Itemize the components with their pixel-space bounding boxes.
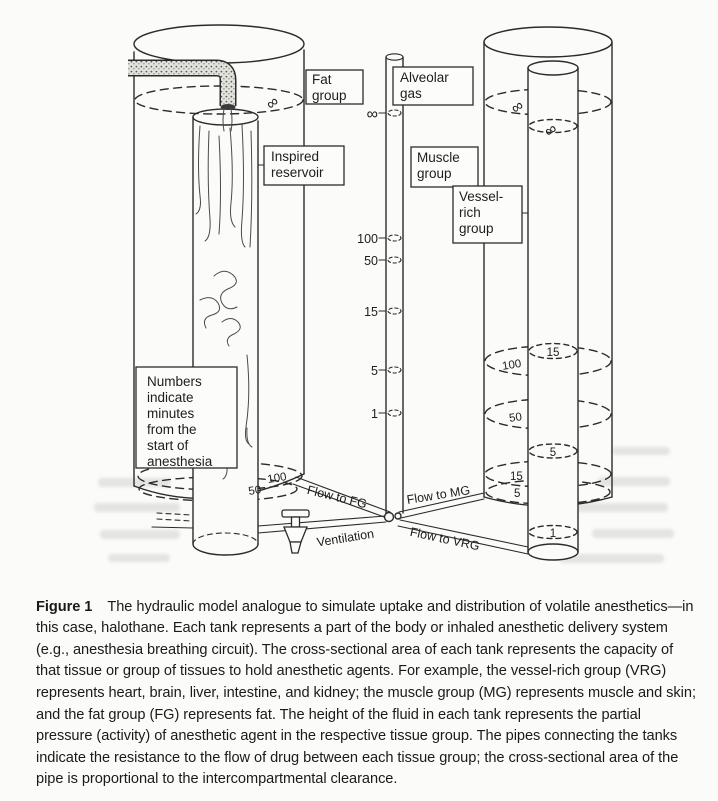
- note-line1: Numbers: [147, 374, 202, 389]
- label-box-inspired-reservoir: Inspired reservoir: [257, 145, 345, 186]
- alveolar-tick-1: 1: [371, 407, 378, 421]
- muscle-group-label-line1: Muscle: [417, 150, 460, 165]
- pipe-hidden-inlet: [151, 512, 194, 529]
- inspired-reservoir-label-line2: reservoir: [271, 165, 324, 180]
- vessel-rich-label-line1: Vessel-: [459, 189, 503, 204]
- alveolar-tick-50: 50: [364, 254, 378, 268]
- vessel-rich-tank: [527, 60, 579, 561]
- label-box-fat-group: Fat group: [305, 69, 364, 105]
- note-line4: from the: [147, 422, 197, 437]
- alveolar-scale: ∞ 100 50 15 5 1: [357, 106, 402, 421]
- note-line6: anesthesia: [147, 454, 213, 469]
- fat-level-50-label: 50: [248, 484, 263, 498]
- pipe-ventilation: [257, 515, 387, 534]
- vrg-level-15-ellipse: [528, 342, 578, 360]
- hydraulic-model-diagram: 100 50 ∞ ∞ 100 50: [94, 24, 674, 563]
- vrg-level-1-label: 1: [550, 528, 556, 540]
- muscle-group-label-line2: group: [417, 166, 452, 181]
- label-box-note: Numbers indicate minutes from the start …: [135, 366, 238, 469]
- fat-level-infinity-ellipse: [134, 85, 304, 115]
- figure-caption-label: Figure 1: [36, 598, 93, 615]
- pipe-junction: [383, 511, 395, 523]
- liquid-drips-art: [195, 124, 253, 480]
- inspired-reservoir-label-line1: Inspired: [271, 149, 319, 164]
- flow-to-fg-label: Flow to FG: [306, 483, 369, 511]
- pipe-flow-to-vrg: [397, 519, 529, 555]
- pipe-junction-small: [394, 512, 402, 520]
- label-box-vessel-rich-group: Vessel- rich group: [452, 185, 529, 244]
- alveolar-tick-15: 15: [364, 305, 378, 319]
- ventilation-valve: [281, 509, 310, 554]
- vrg-level-infinity-ellipse: [528, 118, 578, 134]
- vrg-level-5-label: 5: [550, 447, 556, 459]
- muscle-level-100-label: 100: [501, 358, 522, 373]
- muscle-group-tank: [483, 26, 613, 507]
- pipe-flow-to-fg: [292, 476, 391, 519]
- tick-1: 1: [371, 407, 402, 421]
- muscle-level-infinity-ellipse: [484, 88, 612, 116]
- label-box-alveolar-gas: Alveolar gas: [392, 66, 474, 106]
- alveolar-tick-100: 100: [357, 232, 378, 246]
- ventilation-label: Ventilation: [316, 527, 375, 550]
- vrg-level-15-label: 15: [547, 347, 560, 359]
- figure-caption-text: The hydraulic model analogue to simulate…: [36, 598, 696, 788]
- muscle-level-50-label: 50: [508, 411, 522, 425]
- fresh-gas-inlet-pipe: [128, 59, 237, 132]
- fat-level-infinity-label: ∞: [263, 93, 282, 113]
- scan-artifacts: [94, 447, 674, 563]
- tick-infinity: ∞: [367, 106, 402, 123]
- tick-15: 15: [364, 305, 402, 319]
- tick-50: 50: [364, 254, 402, 268]
- note-line5: start of: [147, 438, 189, 453]
- pipe-flow-to-mg: [398, 492, 485, 519]
- tick-100: 100: [357, 232, 402, 246]
- fat-group-label-line1: Fat: [312, 72, 332, 87]
- vrg-level-5-ellipse: [528, 443, 578, 459]
- fat-group-label-line2: group: [312, 88, 347, 103]
- vrg-level-1-ellipse: [528, 524, 578, 540]
- vessel-rich-label-line3: group: [459, 221, 494, 236]
- vessel-rich-label-line2: rich: [459, 205, 481, 220]
- label-box-muscle-group: Muscle group: [410, 146, 485, 197]
- alveolar-gas-label-line2: gas: [400, 86, 422, 101]
- muscle-level-15-ellipse: [484, 460, 612, 488]
- muscle-level-5-label: 5: [514, 488, 520, 500]
- muscle-level-infinity-label: ∞: [508, 97, 527, 117]
- fat-level-100-label: 100: [267, 471, 288, 486]
- alveolar-gas-tube: [385, 53, 404, 514]
- muscle-level-15-label: 15: [510, 471, 523, 483]
- tick-5: 5: [371, 364, 402, 378]
- alveolar-tick-infinity: ∞: [367, 106, 378, 123]
- pipe-opening: [220, 104, 236, 110]
- note-line3: minutes: [147, 406, 195, 421]
- alveolar-tick-5: 5: [371, 364, 378, 378]
- note-line2: indicate: [147, 390, 194, 405]
- alveolar-gas-label-line1: Alveolar: [400, 70, 449, 85]
